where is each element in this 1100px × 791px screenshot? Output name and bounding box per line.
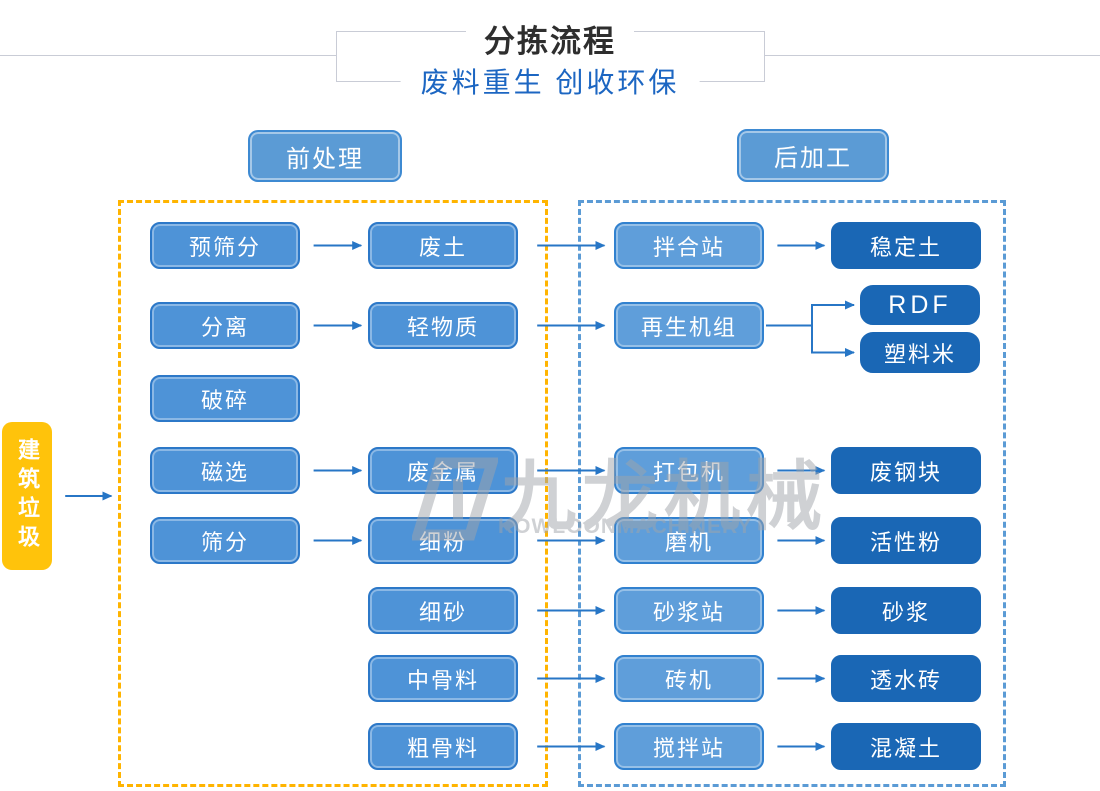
post-processing-badge: 后加工 [737,129,889,182]
node-light-material: 轻物质 [368,302,518,349]
node-scrap-metal: 废金属 [368,447,518,494]
node-separation: 分离 [150,302,300,349]
node-grinder: 磨机 [614,517,764,564]
pre-processing-group-box [118,200,548,787]
node-mortar: 砂浆 [831,587,981,634]
node-concrete-mixer-station: 搅拌站 [614,723,764,770]
node-plastic-pellets: 塑料米 [860,332,980,373]
node-baler: 打包机 [614,447,764,494]
post-processing-group-box [578,200,1006,787]
page-title: 分拣流程 [466,16,634,61]
node-concrete: 混凝土 [831,723,981,770]
node-magnetic-sorting: 磁选 [150,447,300,494]
node-coarse-aggregate: 粗骨料 [368,723,518,770]
node-waste-soil: 废土 [368,222,518,269]
node-recycling-unit: 再生机组 [614,302,764,349]
node-crushing: 破碎 [150,375,300,422]
node-fine-sand: 细砂 [368,587,518,634]
source-construction-waste: 建筑垃圾 [2,422,52,570]
node-rdf: RDF [860,285,980,325]
node-mortar-station: 砂浆站 [614,587,764,634]
pre-processing-badge: 前处理 [248,130,402,182]
node-mixing-station: 拌合站 [614,222,764,269]
node-active-powder: 活性粉 [831,517,981,564]
node-brick-machine: 砖机 [614,655,764,702]
node-stabilized-soil: 稳定土 [831,222,981,269]
node-medium-aggregate: 中骨料 [368,655,518,702]
node-pre-screening: 预筛分 [150,222,300,269]
node-scrap-steel-block: 废钢块 [831,447,981,494]
node-screening: 筛分 [150,517,300,564]
page-subtitle: 废料重生 创收环保 [400,61,700,101]
node-fine-powder: 细粉 [368,517,518,564]
node-permeable-brick: 透水砖 [831,655,981,702]
